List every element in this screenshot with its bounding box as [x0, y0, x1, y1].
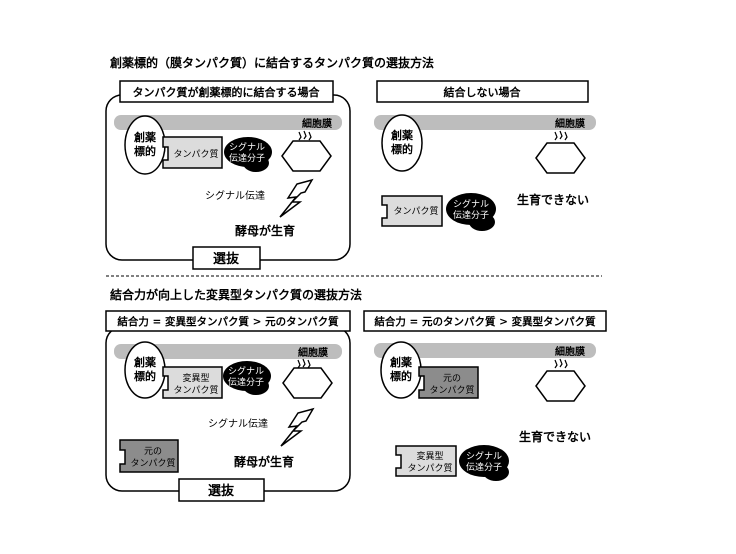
original-protein-shape	[119, 439, 179, 473]
receptor-hexagon	[282, 367, 333, 399]
transduction-label: シグナル伝達	[205, 189, 265, 202]
signal-molecule	[459, 445, 509, 477]
membrane-label: 細胞膜	[555, 345, 585, 358]
growth-label: 酵母が生育	[234, 454, 294, 469]
signal-label-2: 伝達分子	[229, 152, 265, 164]
growth-label: 酵母が生育	[235, 223, 295, 238]
activation-marks	[297, 358, 311, 369]
cell-membrane	[114, 115, 342, 130]
panel-header: 結合力 = 変異型タンパク質 > 元のタンパク質	[117, 315, 339, 328]
section1-left-panel: タンパク質が創薬標的に結合する場合 細胞膜 創薬 標的 タンパク質 シグナル 伝…	[105, 80, 351, 270]
receptor-hexagon	[535, 370, 586, 402]
signal-label-1: シグナル	[228, 365, 264, 377]
target-label-2: 標的	[134, 369, 156, 383]
mutant-protein-shape	[395, 445, 457, 477]
cell-membrane	[114, 344, 342, 359]
section2-title: 結合力が向上した変異型タンパク質の選抜方法	[110, 287, 362, 302]
signal-label-2: 伝達分子	[228, 376, 264, 388]
membrane-label: 細胞膜	[555, 117, 585, 130]
target-label-2: 標的	[390, 369, 412, 383]
activation-marks	[554, 130, 568, 141]
no-growth-label: 生育できない	[519, 429, 591, 444]
signal-label-2: 伝達分子	[466, 461, 502, 473]
target-label-1: 創薬	[133, 355, 157, 369]
mutant-protein-shape	[162, 366, 223, 399]
cell-membrane	[374, 115, 596, 130]
cell-membrane	[374, 343, 596, 358]
signal-molecule	[446, 193, 496, 225]
signal-label-1: シグナル	[466, 450, 502, 462]
activation-marks	[554, 358, 568, 369]
panel-header: タンパク質が創薬標的に結合する場合	[133, 85, 321, 99]
target-label-2: 標的	[134, 144, 156, 158]
signal-label-2: 伝達分子	[453, 209, 489, 221]
panel-header: 結合しない場合	[444, 85, 522, 99]
lightning-bolt	[280, 407, 315, 447]
panel-header: 結合力 = 元のタンパク質 > 変異型タンパク質	[374, 315, 596, 328]
section2-left-panel: 結合力 = 変異型タンパク質 > 元のタンパク質 細胞膜 創薬 標的 変異型 タ…	[105, 310, 351, 502]
target-label-1: 創薬	[390, 128, 414, 142]
drug-target	[381, 114, 423, 172]
selection-box	[192, 246, 261, 270]
panel-header-box	[105, 310, 351, 332]
lightning-bolt	[279, 178, 314, 218]
transduction-label: シグナル伝達	[208, 417, 268, 430]
panel-header-box	[119, 80, 334, 103]
protein-label: タンパク質	[173, 148, 218, 160]
signal-label-1: シグナル	[229, 141, 265, 153]
signal-label-1: シグナル	[453, 198, 489, 210]
panel-header-box	[363, 310, 607, 332]
section1-title: 創薬標的（膜タンパク質）に結合するタンパク質の選抜方法	[109, 55, 434, 70]
membrane-label: 細胞膜	[298, 346, 328, 359]
protein-shape	[162, 136, 223, 169]
original-protein-shape	[418, 366, 479, 399]
target-label-1: 創薬	[389, 355, 413, 369]
selection-label: 選抜	[213, 251, 240, 267]
mutant-label-2: タンパク質	[407, 462, 452, 474]
mutant-label-1: 変異型	[416, 450, 443, 462]
membrane-label: 細胞膜	[302, 117, 332, 130]
no-growth-label: 生育できない	[517, 192, 589, 207]
mutant-label-1: 変異型	[182, 372, 209, 384]
target-label-2: 標的	[391, 142, 413, 156]
original-label-2: タンパク質	[429, 384, 474, 396]
signal-molecule	[223, 361, 271, 391]
target-label-1: 創薬	[133, 130, 157, 144]
section2-right-panel: 結合力 = 元のタンパク質 > 変異型タンパク質 細胞膜 創薬 標的 元の タン…	[363, 310, 607, 481]
original-label-1: 元の	[144, 447, 162, 457]
activation-marks	[298, 130, 312, 141]
receptor-hexagon	[535, 142, 586, 174]
selection-box	[178, 478, 265, 502]
receptor-hexagon	[281, 140, 332, 172]
original-label-1: 元の	[443, 374, 461, 384]
protein-shape	[381, 195, 443, 227]
signal-molecule	[224, 137, 272, 167]
selection-label: 選抜	[208, 483, 235, 499]
protein-label: タンパク質	[393, 205, 438, 217]
original-label-2: タンパク質	[130, 457, 175, 469]
panel-header-box	[376, 80, 589, 103]
section1-right-panel: 結合しない場合 細胞膜 創薬 標的 タンパク質 シグナル 伝達分子 生育できない	[374, 80, 596, 231]
mutant-label-2: タンパク質	[173, 384, 218, 396]
